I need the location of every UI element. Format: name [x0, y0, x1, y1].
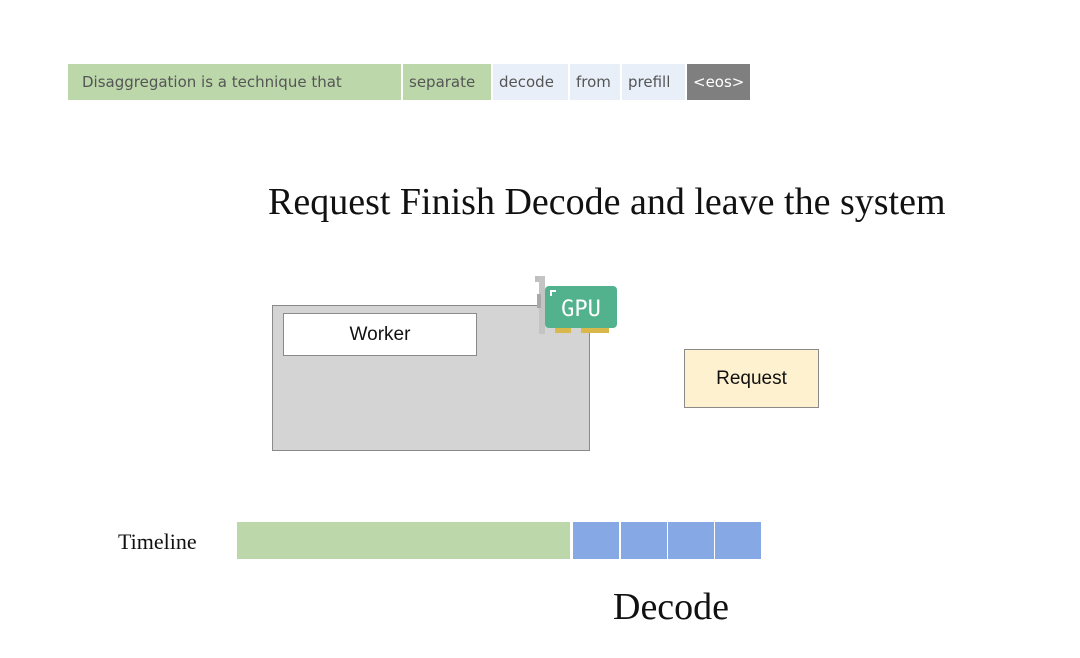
timeline-decode-segment-4 — [715, 522, 761, 559]
phase-label: Decode — [613, 586, 730, 628]
timeline-prefill-segment — [237, 522, 570, 559]
request-box: Request — [684, 349, 819, 408]
timeline-decode-segment-3 — [668, 522, 714, 559]
svg-text:GPU: GPU — [561, 297, 601, 322]
gpu-card-icon: GPU — [533, 274, 619, 338]
token-sequence: Disaggregation is a technique that separ… — [68, 64, 752, 100]
token-eos: <eos> — [687, 64, 750, 100]
token-decode: decode — [493, 64, 568, 100]
slide-title: Request Finish Decode and leave the syst… — [268, 181, 946, 223]
timeline-decode-segment-2 — [621, 522, 667, 559]
token-from: from — [570, 64, 620, 100]
worker-label: Worker — [283, 313, 477, 356]
timeline-label: Timeline — [118, 529, 197, 554]
token-prefill: prefill — [622, 64, 685, 100]
token-prompt: Disaggregation is a technique that — [68, 64, 401, 100]
timeline-decode-segment-1 — [573, 522, 619, 559]
token-separate: separate — [403, 64, 491, 100]
